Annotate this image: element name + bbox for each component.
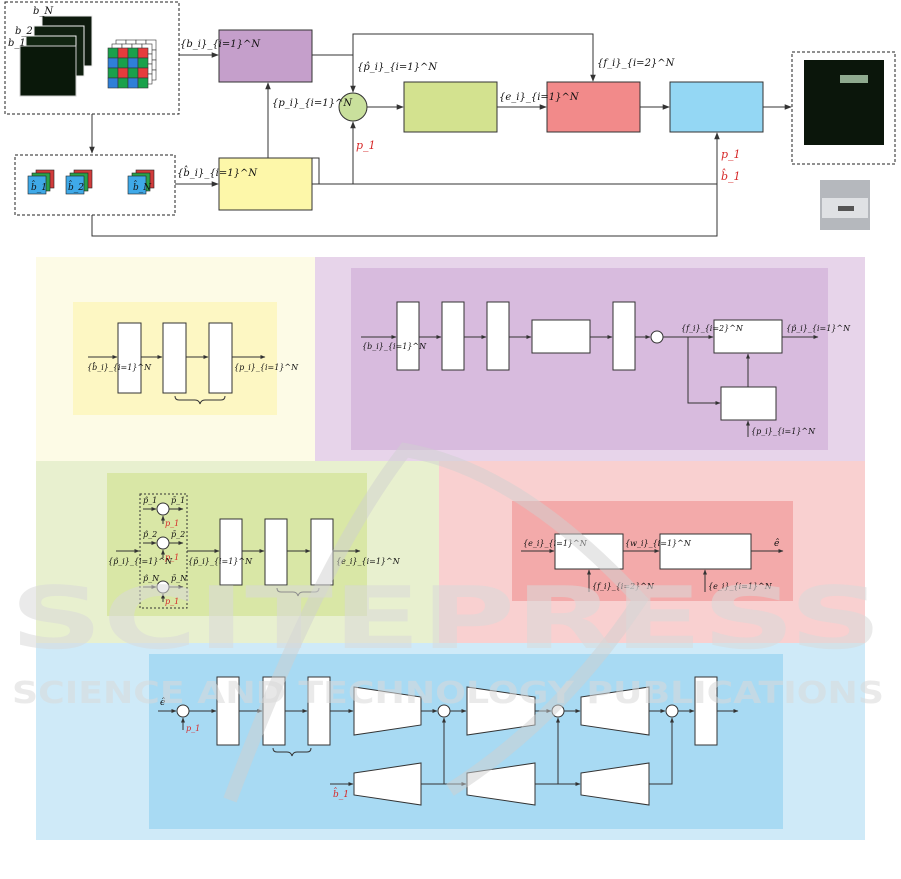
green-row-red-3: p_1 <box>165 597 179 606</box>
blue-decoder-3 <box>580 686 650 736</box>
aligned-label-2: b̂_2 <box>68 180 84 193</box>
purple-layer-1 <box>396 301 420 371</box>
red-fusion-block <box>659 533 752 570</box>
blue-in-label: ê <box>160 697 165 708</box>
edge-label-flow-set: {p_i}_{i=1}^N <box>272 98 353 109</box>
red-module <box>546 81 641 133</box>
green-row-in-1: p̂_1 <box>143 496 157 505</box>
blue-encoder-1 <box>353 762 422 806</box>
blue-encoder-3 <box>580 762 650 806</box>
green-circle-1 <box>156 502 170 516</box>
output-image <box>804 60 884 145</box>
green-row-out-1: p̄_1 <box>171 496 185 505</box>
green-row-out-3: p̄_N <box>171 574 188 583</box>
blue-decoder-1 <box>353 686 422 736</box>
edge-label-burst-set: {b_i}_{i=1}^N <box>180 39 261 50</box>
purple-merge-circle <box>650 330 664 344</box>
purple-f-label: {f_i}_{i=2}^N <box>681 324 744 333</box>
green-row-out-2: p̄_2 <box>171 530 185 539</box>
edge-label-aligned-set: {b̂_i}_{i=1}^N <box>177 166 258 179</box>
burst-label-bN: b_N <box>33 6 54 17</box>
green-module <box>403 81 498 133</box>
green-layer-2 <box>264 518 288 586</box>
purple-p-label: {p_i}_{i=1}^N <box>751 427 816 436</box>
burst-images <box>19 15 93 97</box>
burst-label-b1: b_1 <box>8 38 26 49</box>
burst-label-b2: b_2 <box>15 26 33 37</box>
yellow-layer-2 <box>162 322 187 394</box>
purple-out-label: {p̂_i}_{i=1}^N <box>786 324 851 333</box>
yellow-module <box>218 157 313 211</box>
green-out-label: {e_i}_{i=1}^N <box>336 557 401 566</box>
aligned-burst-frame <box>14 154 176 216</box>
yellow-layer-1 <box>117 322 142 394</box>
green-row-red-1: p_1 <box>165 519 179 528</box>
green-mid-label: {p̄_i}_{i=1}^N <box>188 557 253 566</box>
red-in-label: {e_i}_{i=1}^N <box>523 539 588 548</box>
aligned-label-N: b̂_N <box>133 180 152 193</box>
green-in-label: {p̂_i}_{i=1}^N <box>108 557 173 566</box>
purple-wide-block <box>531 319 591 354</box>
edge-label-p1: p_1 <box>356 139 376 152</box>
purple-module <box>218 29 313 83</box>
blue-module <box>669 81 764 133</box>
purple-detail: {b_i}_{i=1}^N {f_i}_{i=2}^N {p̂_i}_{i=1}… <box>351 268 851 450</box>
yellow-layer-3 <box>208 322 233 394</box>
green-circle-2 <box>156 536 170 550</box>
bayer-pattern-icon <box>107 39 157 89</box>
yellow-out-label: {p_i}_{i=1}^N <box>234 363 299 372</box>
watermark-small: SCIENCE AND TECHNOLOGY PUBLICATIONS <box>12 676 884 711</box>
yellow-in-label: {b̂_i}_{i=1}^N <box>87 361 152 372</box>
output-frame <box>791 51 896 165</box>
yellow-detail: {b̂_i}_{i=1}^N {p_i}_{i=1}^N <box>73 302 299 415</box>
aligned-label-1: b̂_1 <box>31 180 47 193</box>
watermark-big: SCITEPRESS <box>10 569 882 669</box>
blue-p1-label: p_1 <box>186 724 200 733</box>
green-row-in-3: p̂_N <box>143 574 160 583</box>
green-row-red-2: p_1 <box>165 553 179 562</box>
red-w-label: {w_i}_{i=1}^N <box>625 539 692 548</box>
edge-label-p1-blue: p_1 <box>721 148 741 161</box>
watermark-logo: SCITEPRESS SCIENCE AND TECHNOLOGY PUBLIC… <box>10 442 884 803</box>
green-layer-1 <box>219 518 243 586</box>
edge-label-feat-set: {f_i}_{i=2}^N <box>597 58 676 69</box>
purple-layer-3 <box>486 301 510 371</box>
red-out-label: ê <box>774 538 779 549</box>
purple-layer-2 <box>441 301 465 371</box>
purple-layer-4 <box>612 301 636 371</box>
red-e-label: {e_i}_{i=1}^N <box>708 582 773 591</box>
aligned-burst-stacks <box>27 169 155 195</box>
green-row-in-2: p̂_2 <box>143 530 157 539</box>
top-pipeline: b_N b_2 b_1 b̂_1 b̂_2 b̂_N <box>4 1 896 237</box>
purple-flow-block <box>720 386 777 421</box>
purple-in-label: {b_i}_{i=1}^N <box>362 342 427 351</box>
edge-label-warped-set: {p̂_i}_{i=1}^N <box>357 62 438 73</box>
edge-label-enc-set: {e_i}_{i=1}^N <box>499 92 580 103</box>
blue-b1-label: b̂_1 <box>333 787 349 800</box>
edge-label-b1hat: b̂_1 <box>721 169 741 183</box>
